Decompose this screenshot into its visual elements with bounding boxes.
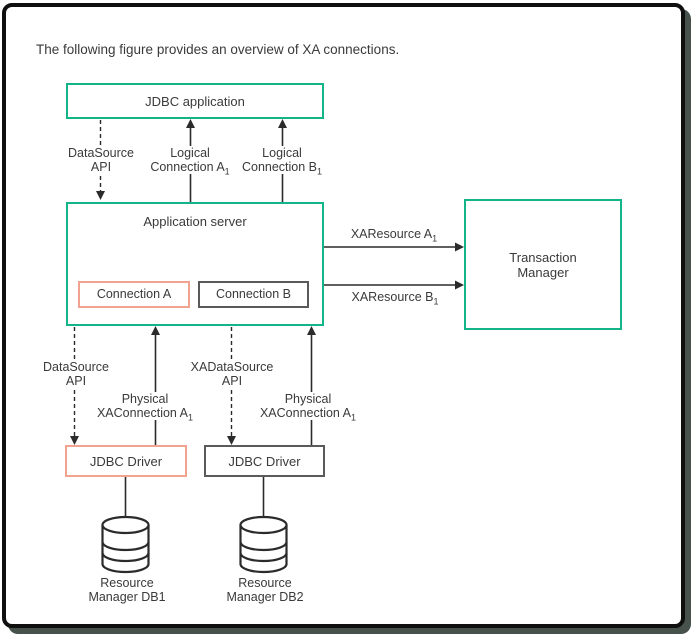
transaction-manager-box: Transaction Manager <box>464 199 622 330</box>
connection-b-label: Connection B <box>215 287 292 301</box>
connection-b-box: Connection B <box>198 281 309 308</box>
jdbc-application-box: JDBC application <box>66 83 324 119</box>
label-xadatasource-api: XADataSource API <box>187 360 277 388</box>
subscript: 1 <box>317 166 323 177</box>
connection-a-label: Connection A <box>96 287 172 301</box>
label-resource-manager-db1: Resource Manager DB1 <box>88 576 166 604</box>
label-datasource-api-top: DataSource API <box>64 146 138 174</box>
subscript: 1 <box>433 296 439 307</box>
jdbc-driver-left-label: JDBC Driver <box>89 453 163 469</box>
label-resource-manager-db2: Resource Manager DB2 <box>226 576 304 604</box>
application-server-label: Application server <box>143 214 247 229</box>
jdbc-application-label: JDBC application <box>145 93 245 109</box>
subscript: 1 <box>432 233 438 244</box>
subscript: 1 <box>188 412 194 423</box>
transaction-manager-label: Transaction Manager <box>509 249 577 280</box>
subscript: 1 <box>351 412 357 423</box>
subscript: 1 <box>224 166 230 177</box>
label-datasource-api-bottom: DataSource API <box>39 360 113 388</box>
label-logical-connection-a: Logical Connection A1 <box>147 146 233 177</box>
jdbc-driver-left-box: JDBC Driver <box>65 445 187 477</box>
label-xaresource-a: XAResource A1 <box>347 227 441 244</box>
label-physical-xaconnection-left: Physical XAConnection A1 <box>93 392 197 423</box>
label-logical-connection-b: Logical Connection B1 <box>238 146 326 177</box>
connection-a-box: Connection A <box>78 281 190 308</box>
label-physical-xaconnection-right: Physical XAConnection A1 <box>256 392 360 423</box>
label-xaresource-b: XAResource B1 <box>348 290 442 307</box>
jdbc-driver-right-label: JDBC Driver <box>228 453 301 469</box>
intro-text: The following figure provides an overvie… <box>36 42 400 57</box>
jdbc-driver-right-box: JDBC Driver <box>204 445 325 477</box>
